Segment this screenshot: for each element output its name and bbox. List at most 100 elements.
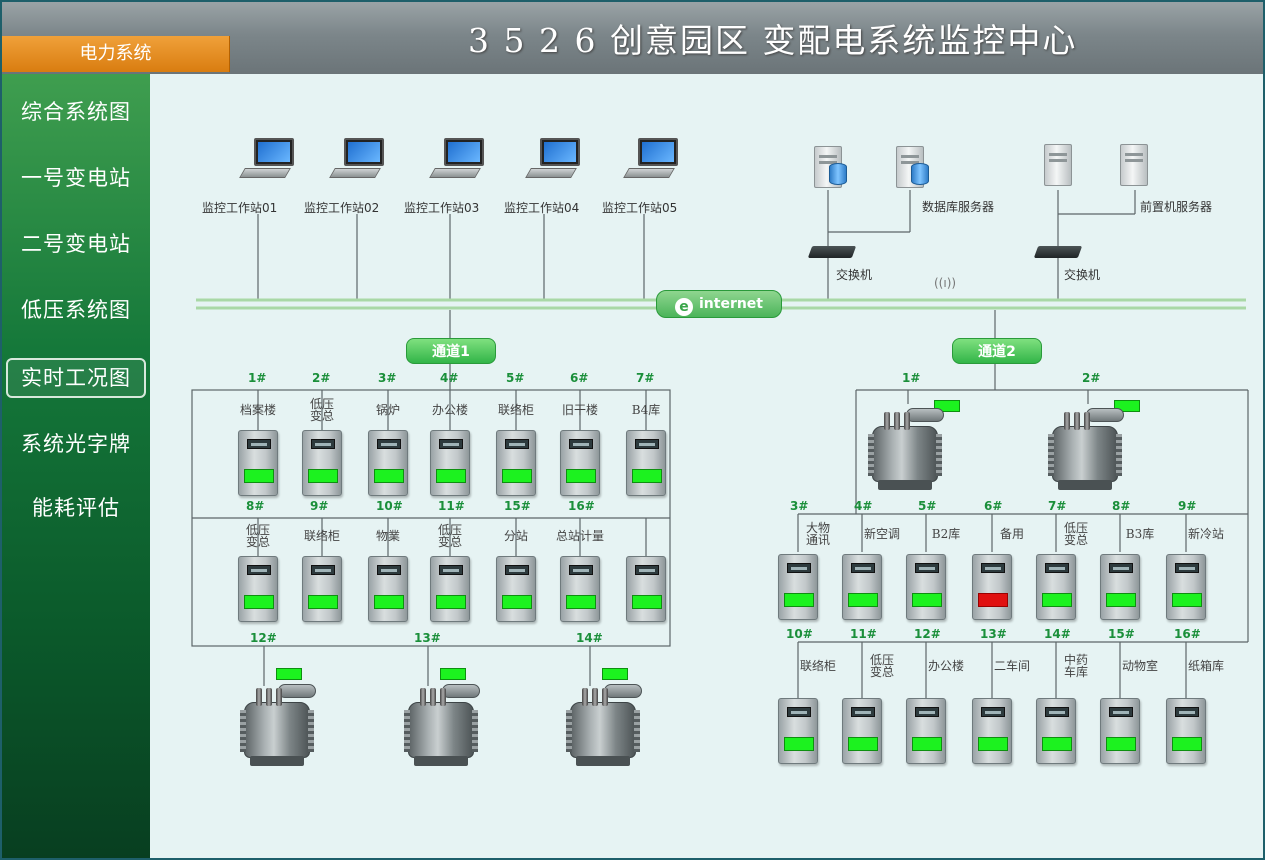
feeder-number: 14# [1044, 627, 1071, 641]
meter-display [635, 439, 659, 449]
sidebar-item-energy[interactable]: 能耗评估 [32, 496, 120, 520]
meter-cabinet[interactable] [906, 698, 946, 764]
workstation-icon[interactable] [525, 138, 586, 182]
meter-cabinet[interactable] [302, 430, 342, 496]
workstation-icon[interactable] [329, 138, 390, 182]
transformer-bushing [440, 688, 446, 706]
db-server-icon[interactable] [896, 146, 929, 188]
sidebar-item-realtime[interactable]: 实时工况图 [6, 358, 146, 398]
meter-cabinet[interactable] [972, 698, 1012, 764]
meter-display [635, 565, 659, 575]
feeder-number: 4# [440, 371, 459, 385]
meter-cabinet[interactable] [778, 698, 818, 764]
switch-label: 交换机 [1064, 268, 1101, 282]
channel-1-badge[interactable]: 通道1 [406, 338, 496, 364]
status-indicator [502, 595, 532, 609]
transformer-bushing [430, 688, 436, 706]
meter-cabinet[interactable] [238, 556, 278, 622]
transformer-fin [634, 710, 640, 752]
status-indicator [912, 593, 942, 607]
switch-icon[interactable] [1033, 246, 1083, 258]
meter-cabinet[interactable] [430, 556, 470, 622]
meter-display [915, 707, 939, 717]
workstation-label: 监控工作站02 [304, 201, 380, 215]
meter-display [569, 565, 593, 575]
feeder-number: 3# [790, 499, 809, 513]
meter-cabinet[interactable] [496, 430, 536, 496]
meter-cabinet[interactable] [560, 556, 600, 622]
meter-cabinet[interactable] [972, 554, 1012, 620]
meter-display [787, 563, 811, 573]
feeder-name: 旧干楼 [561, 403, 598, 417]
meter-cabinet[interactable] [1100, 698, 1140, 764]
status-indicator [632, 469, 662, 483]
meter-cabinet[interactable] [560, 430, 600, 496]
meter-cabinet[interactable] [368, 556, 408, 622]
switch-icon[interactable] [807, 246, 857, 258]
meter-display [311, 439, 335, 449]
sidebar-item-substation-1[interactable]: 一号变电站 [21, 166, 131, 190]
transformer-cons [442, 684, 480, 698]
feeder-number: 6# [984, 499, 1003, 513]
transformer-bushing [884, 412, 890, 430]
transformer-icon[interactable] [398, 682, 484, 768]
meter-display [915, 563, 939, 573]
tab-power-system[interactable]: 电力系统 [2, 36, 230, 72]
meter-cabinet[interactable] [778, 554, 818, 620]
front-server-label: 前置机服务器 [1140, 200, 1213, 214]
meter-cabinet[interactable] [626, 556, 666, 622]
feeder-name: 联络柜 [497, 403, 534, 417]
meter-cabinet[interactable] [368, 430, 408, 496]
transformer-icon[interactable] [1042, 406, 1128, 492]
meter-cabinet[interactable] [238, 430, 278, 496]
transformer-bushing [904, 412, 910, 430]
transformer-icon[interactable] [560, 682, 646, 768]
transformer-tank [872, 426, 938, 482]
meter-cabinet[interactable] [1036, 698, 1076, 764]
transformer-fin [566, 710, 572, 752]
transformer-icon[interactable] [862, 406, 948, 492]
workstation-label: 监控工作站04 [504, 201, 580, 215]
feeder-name: 备用 [999, 527, 1024, 541]
status-indicator [244, 595, 274, 609]
meter-cabinet[interactable] [1166, 554, 1206, 620]
workstation-icon[interactable] [623, 138, 684, 182]
meter-display [439, 439, 463, 449]
internet-label: internet [698, 296, 763, 312]
front-server-icon[interactable] [1044, 144, 1072, 186]
status-indicator [1042, 737, 1072, 751]
feeder-number: 4# [854, 499, 873, 513]
db-server-icon[interactable] [814, 146, 847, 188]
status-indicator [912, 737, 942, 751]
meter-cabinet[interactable] [1036, 554, 1076, 620]
workstation-icon[interactable] [429, 138, 490, 182]
meter-cabinet[interactable] [906, 554, 946, 620]
meter-cabinet[interactable] [430, 430, 470, 496]
feeder-name: 办公楼 [431, 403, 468, 417]
meter-cabinet[interactable] [496, 556, 536, 622]
transformer-icon[interactable] [234, 682, 320, 768]
front-server-icon[interactable] [1120, 144, 1148, 186]
sidebar-item-substation-2[interactable]: 二号变电站 [21, 232, 131, 256]
meter-cabinet[interactable] [302, 556, 342, 622]
status-indicator [1106, 593, 1136, 607]
feeder-name: B3库 [1125, 527, 1155, 541]
meter-cabinet[interactable] [842, 698, 882, 764]
meter-display [787, 707, 811, 717]
sidebar-item-alarm-panel[interactable]: 系统光字牌 [21, 432, 131, 456]
meter-display [981, 563, 1005, 573]
meter-cabinet[interactable] [1166, 698, 1206, 764]
channel-2-badge[interactable]: 通道2 [952, 338, 1042, 364]
workstation-icon[interactable] [239, 138, 300, 182]
meter-cabinet[interactable] [626, 430, 666, 496]
meter-display [1045, 563, 1069, 573]
sidebar-item-low-voltage[interactable]: 低压系统图 [21, 298, 131, 322]
meter-cabinet[interactable] [1100, 554, 1140, 620]
meter-cabinet[interactable] [842, 554, 882, 620]
feeder-name: 锅炉 [375, 403, 400, 417]
sidebar-item-overview[interactable]: 综合系统图 [21, 100, 131, 124]
status-indicator [784, 737, 814, 751]
transformer-cons [1086, 408, 1124, 422]
status-indicator [436, 469, 466, 483]
